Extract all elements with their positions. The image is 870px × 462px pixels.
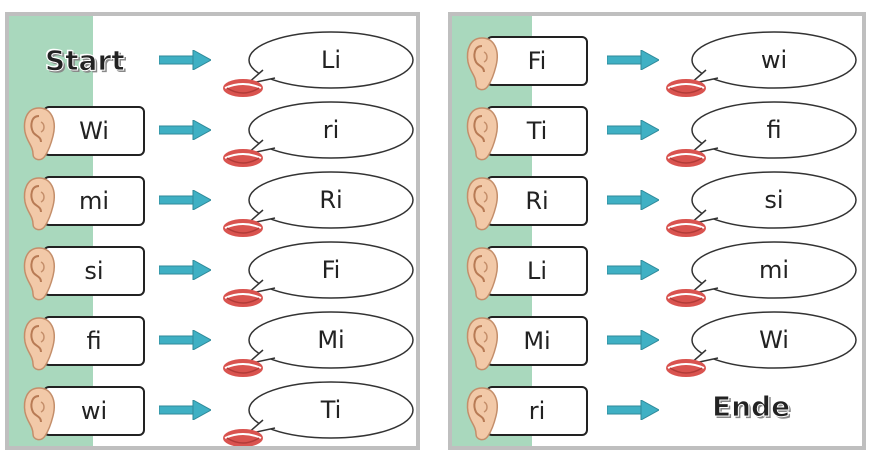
speech-bubble: Fi (219, 236, 415, 310)
right-row: ri Ende (452, 382, 862, 442)
ear-icon (464, 106, 500, 162)
speech-bubble: Ri (219, 166, 415, 240)
left-stripe (9, 16, 93, 446)
speech-bubble: Wi (662, 306, 858, 380)
syllable-card: Ti (486, 106, 588, 156)
speech-bubble: fi (662, 96, 858, 170)
arrow-right-icon (158, 119, 213, 141)
lips-icon (662, 96, 858, 174)
end-label: Ende (711, 390, 791, 424)
bubble-syllable: Li (320, 46, 342, 74)
syllable-card: si (43, 246, 145, 296)
start-label: Start (45, 44, 126, 78)
arrow-right-icon (158, 189, 213, 211)
speech-bubble: mi (662, 236, 858, 310)
arrow-right-icon (606, 49, 661, 71)
speech-bubble: Ti (219, 376, 415, 446)
arrow-right-icon (158, 399, 213, 421)
lips-icon (219, 236, 415, 314)
arrow-right-icon (606, 189, 661, 211)
arrow-right-icon (606, 259, 661, 281)
bubble-syllable: Fi (321, 256, 341, 284)
right-row: Ri si (452, 171, 862, 237)
speech-bubble: Mi (219, 306, 415, 380)
lips-icon (662, 236, 858, 314)
syllable-card: wi (43, 386, 145, 436)
ear-icon (464, 176, 500, 232)
right-row: Mi Wi (452, 311, 862, 377)
lips-icon (219, 376, 415, 446)
lips-icon (219, 306, 415, 384)
lips-icon (219, 96, 415, 174)
ear-icon (21, 246, 57, 302)
bubble-syllable: wi (760, 46, 788, 74)
arrow-right-icon (606, 399, 661, 421)
left-row: wi Ti (9, 381, 416, 446)
ear-icon (21, 386, 57, 442)
right-stripe (452, 16, 532, 446)
left-row: Start Li (9, 31, 416, 97)
speech-bubble: ri (219, 96, 415, 170)
bubble-syllable: fi (766, 116, 782, 144)
right-row: Fi wi (452, 31, 862, 97)
ear-icon (21, 106, 57, 162)
syllable-card: ri (486, 386, 588, 436)
right-row: Ti fi (452, 101, 862, 167)
arrow-right-icon (158, 259, 213, 281)
lips-icon (219, 166, 415, 244)
bubble-syllable: Wi (759, 326, 789, 354)
lips-icon (662, 306, 858, 384)
lips-icon (662, 166, 858, 244)
syllable-card: Mi (486, 316, 588, 366)
arrow-right-icon (606, 119, 661, 141)
ear-icon (21, 316, 57, 372)
speech-bubble: si (662, 166, 858, 240)
left-row: Wi ri (9, 101, 416, 167)
right-row: Li mi (452, 241, 862, 307)
syllable-card: fi (43, 316, 145, 366)
speech-bubble: Li (219, 26, 415, 100)
syllable-card: Fi (486, 36, 588, 86)
left-row: si Fi (9, 241, 416, 307)
bubble-syllable: Ti (320, 396, 342, 424)
speech-bubble: wi (662, 26, 858, 100)
ear-icon (464, 246, 500, 302)
syllable-card: mi (43, 176, 145, 226)
ear-icon (464, 36, 500, 92)
syllable-card: Ri (486, 176, 588, 226)
arrow-right-icon (606, 329, 661, 351)
ear-icon (464, 386, 500, 442)
syllable-card: Wi (43, 106, 145, 156)
bubble-syllable: mi (758, 256, 790, 284)
ear-icon (21, 176, 57, 232)
left-row: fi Mi (9, 311, 416, 377)
syllable-card: Li (486, 246, 588, 296)
arrow-right-icon (158, 329, 213, 351)
bubble-syllable: ri (322, 116, 340, 144)
lips-icon (662, 26, 858, 104)
lips-icon (219, 26, 415, 104)
left-row: mi Ri (9, 171, 416, 237)
arrow-right-icon (158, 49, 213, 71)
bubble-syllable: Mi (317, 326, 345, 354)
bubble-syllable: Ri (319, 186, 343, 214)
bubble-syllable: si (764, 186, 784, 214)
ear-icon (464, 316, 500, 372)
